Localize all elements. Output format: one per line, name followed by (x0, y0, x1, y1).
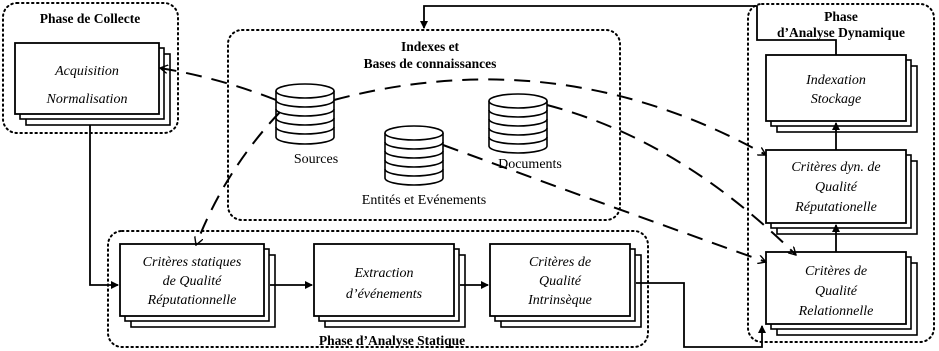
phase-statique-title: Phase d’Analyse Statique (319, 333, 465, 348)
criteres-statiques-line3: Réputationnelle (147, 293, 237, 308)
extraction-line1: Extraction (353, 266, 413, 281)
criteres-relationnelle-line3: Relationnelle (798, 304, 874, 319)
connector-intrinseque-to-relationnelle (636, 282, 766, 348)
box-extraction: Extraction d’événements (313, 243, 466, 328)
criteres-relationnelle-line1: Critères de (805, 264, 867, 279)
normalisation-label: Normalisation (46, 92, 128, 107)
database-entites-icon: Entités et Evénements (362, 125, 486, 208)
database-documents-icon: Documents (488, 93, 562, 172)
phase-dynamique-container: Phase d’Analyse Dynamique (747, 3, 935, 343)
box-criteres-statiques: Critères statiques de Qualité Réputation… (119, 243, 276, 328)
criteres-statiques-line2: de Qualité (163, 274, 222, 289)
box-criteres-relationnelle: Critères de Qualité Relationnelle (765, 251, 918, 336)
dashed-sources-to-criteres-dyn (333, 78, 766, 156)
indexation-label: Indexation (805, 73, 866, 88)
extraction-line2: d’événements (346, 287, 423, 302)
dashed-entites-to-relationnelle (442, 144, 766, 262)
criteres-relationnelle-line2: Qualité (815, 284, 858, 299)
criteres-intrinseque-line1: Critères de (529, 255, 591, 270)
documents-label: Documents (498, 157, 562, 172)
indexes-container: Indexes et Bases de connaissances (227, 29, 621, 221)
criteres-dyn-line1: Critères dyn. de (791, 160, 880, 175)
acquisition-label: Acquisition (54, 64, 119, 79)
phase-dynamique-title-line2: d’Analyse Dynamique (777, 25, 905, 40)
criteres-intrinseque-line3: Intrinsèque (527, 293, 592, 308)
box-indexation: Indexation Stockage (765, 54, 918, 133)
dashed-sources-to-acquisition (160, 68, 277, 101)
sources-label: Sources (294, 152, 338, 167)
criteres-statiques-line1: Critères statiques (143, 255, 242, 270)
criteres-intrinseque-line2: Qualité (539, 274, 582, 289)
solid-connectors (89, 5, 840, 348)
database-sources-icon: Sources (275, 83, 338, 167)
indexes-title-line2: Bases de connaissances (364, 56, 497, 71)
entites-label: Entités et Evénements (362, 193, 486, 208)
criteres-dyn-line2: Qualité (815, 180, 858, 195)
indexes-title-line1: Indexes et (401, 39, 460, 54)
phase-dynamique-title-line1: Phase (824, 9, 858, 24)
stockage-label: Stockage (811, 92, 862, 107)
dashed-sources-to-statiques (196, 111, 281, 245)
box-criteres-intrinseque: Critères de Qualité Intrinsèque (489, 243, 642, 328)
dashed-documents-to-relationnelle (546, 104, 796, 255)
box-acquisition: Acquisition Normalisation (14, 42, 171, 126)
criteres-dyn-line3: Réputationelle (794, 200, 877, 215)
box-criteres-dyn: Critères dyn. de Qualité Réputationelle (765, 149, 918, 235)
connector-indexation-to-indexes (420, 5, 837, 55)
dashed-connectors (160, 68, 796, 262)
phase-statique-container: Phase d’Analyse Statique (107, 230, 649, 348)
phase-collecte-title: Phase de Collecte (40, 11, 140, 26)
connector-acquisition-to-statiques (89, 125, 119, 289)
